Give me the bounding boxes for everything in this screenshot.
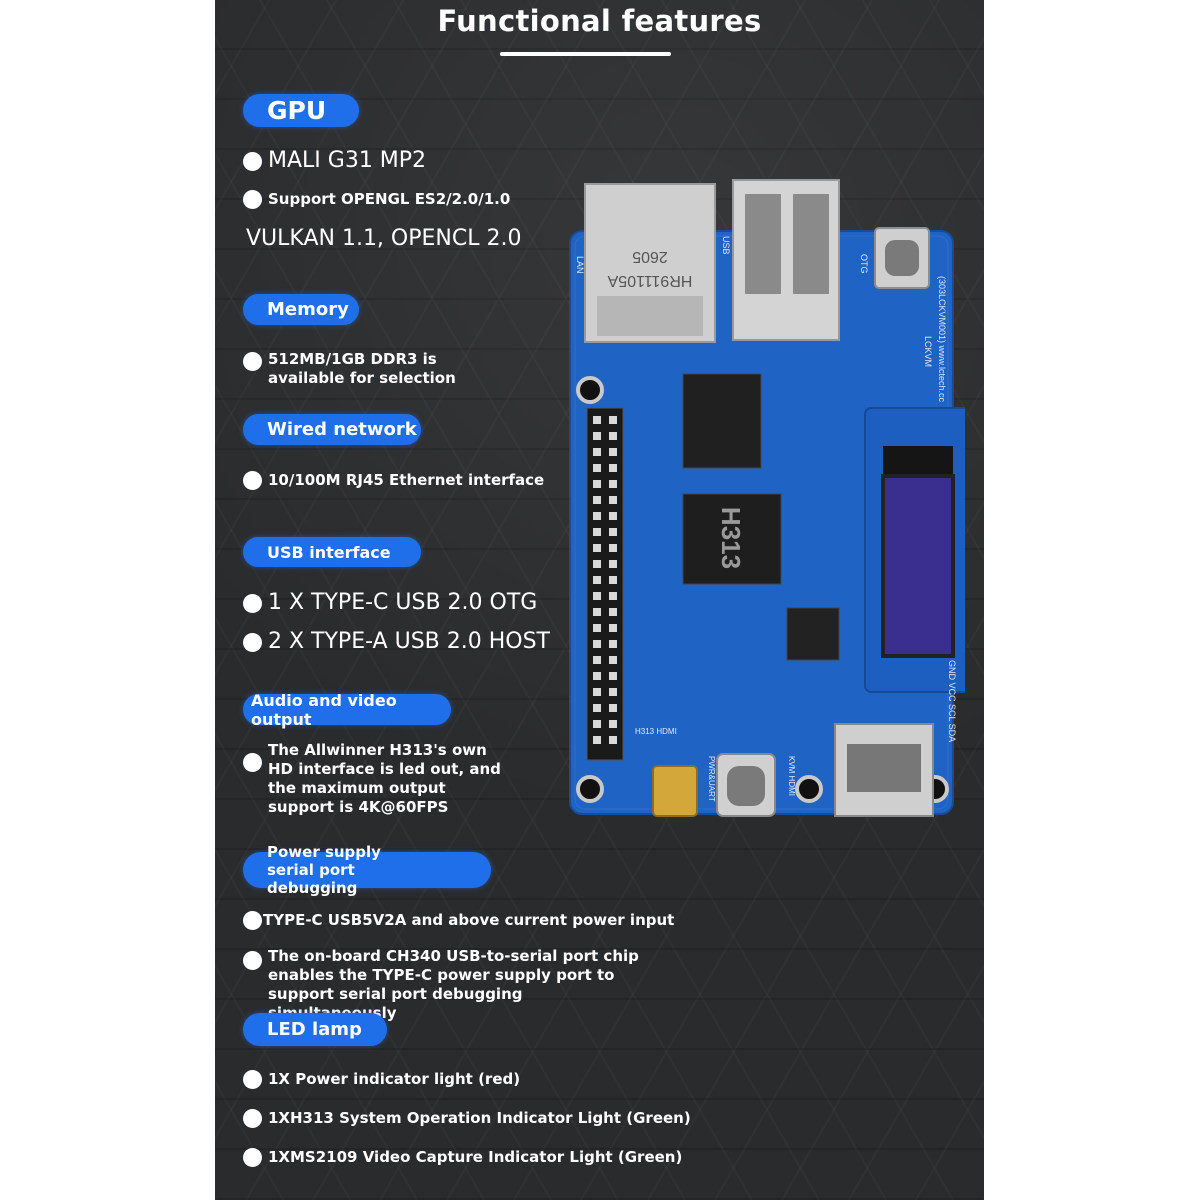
section-heading-wired-network: Wired network bbox=[243, 414, 421, 445]
uart-label: PWR&UART bbox=[707, 756, 716, 802]
bullet-dot bbox=[243, 152, 262, 171]
section-heading-led-lamp: LED lamp bbox=[243, 1013, 387, 1046]
list-item: 10/100M RJ45 Ethernet interface bbox=[243, 471, 544, 490]
bullet-dot bbox=[243, 594, 262, 613]
bullet-dot bbox=[243, 471, 262, 490]
board-photo: HR911105A 2605 LAN USB OTG LCKVM (303LCK… bbox=[565, 176, 976, 836]
title-underline bbox=[500, 52, 671, 56]
soc-label: H313 bbox=[716, 507, 746, 569]
section-heading-gpu: GPU bbox=[243, 94, 359, 127]
bullet-dot bbox=[243, 753, 262, 772]
bullet-dot bbox=[243, 911, 262, 930]
list-item: 1XMS2109 Video Capture Indicator Light (… bbox=[243, 1148, 682, 1167]
mount-hole bbox=[795, 775, 823, 803]
bullet-dot bbox=[243, 1070, 262, 1089]
list-item: 1XH313 System Operation Indicator Light … bbox=[243, 1109, 691, 1128]
list-item: MALI G31 MP2 bbox=[243, 148, 426, 173]
bullet-dot bbox=[243, 352, 262, 371]
list-item: The on-board CH340 USB-to-serial port ch… bbox=[243, 947, 653, 1023]
otg-label: OTG bbox=[859, 254, 869, 274]
oled-pin-label: GND VCC SCL SDA bbox=[947, 660, 957, 742]
silk-url: (303LCKVM001) www.lctech.cc bbox=[937, 276, 947, 403]
list-item: TYPE-C USB5V2A and above current power i… bbox=[243, 911, 674, 930]
list-item: The Allwinner H313's own HD interface is… bbox=[243, 741, 513, 817]
mini-hdmi-opening bbox=[847, 744, 921, 792]
rj45-front bbox=[597, 296, 703, 336]
list-item: 2 X TYPE-A USB 2.0 HOST bbox=[243, 629, 550, 654]
gpio-header bbox=[586, 407, 624, 761]
board-illustration: HR911105A 2605 LAN USB OTG LCKVM (303LCK… bbox=[569, 179, 976, 817]
usb-a-slot bbox=[745, 194, 781, 294]
list-item: Support OPENGL ES2/2.0/1.0 bbox=[243, 190, 510, 209]
mount-hole bbox=[576, 376, 604, 404]
oled-connector bbox=[883, 446, 953, 476]
rj45-mark: HR911105A bbox=[607, 272, 692, 289]
section-heading-memory: Memory bbox=[243, 294, 359, 325]
gpio-pins bbox=[593, 416, 617, 744]
soc-chip bbox=[682, 493, 782, 585]
page-title: Functional features bbox=[437, 4, 762, 38]
bullet-dot bbox=[243, 190, 262, 209]
list-item-continuation: VULKAN 1.1, OPENCL 2.0 bbox=[246, 226, 522, 251]
usb-a-slot bbox=[793, 194, 829, 294]
usb-c-power-opening bbox=[727, 766, 765, 806]
kvm-hdmi-label: KVM HDMI bbox=[787, 756, 796, 796]
feature-panel: Functional features GPU MALI G31 MP2 Sup… bbox=[215, 0, 984, 1200]
bullet-dot bbox=[243, 633, 262, 652]
ddr-chip bbox=[682, 373, 762, 469]
usb-c-otg-opening bbox=[885, 240, 919, 276]
section-heading-usb-interface: USB interface bbox=[243, 537, 421, 567]
usb-label: USB bbox=[721, 236, 731, 255]
bullet-dot bbox=[243, 951, 262, 970]
usb-serial-chip bbox=[786, 607, 840, 661]
mount-hole bbox=[576, 775, 604, 803]
list-item: 1 X TYPE-C USB 2.0 OTG bbox=[243, 590, 537, 615]
rj45-mark: 2605 bbox=[632, 248, 668, 265]
section-heading-power-serial-debugging: Power supply serial port debugging bbox=[243, 843, 491, 897]
oled-screen bbox=[881, 474, 955, 658]
micro-hdmi-port bbox=[652, 765, 698, 817]
list-item: 1X Power indicator light (red) bbox=[243, 1070, 520, 1089]
hdmi-label: H313 HDMI bbox=[635, 727, 677, 736]
silk-model: LCKVM bbox=[923, 336, 933, 367]
bullet-dot bbox=[243, 1109, 262, 1128]
list-item: 512MB/1GB DDR3 is available for selectio… bbox=[243, 350, 473, 388]
section-heading-audio-video-output: Audio and video output bbox=[243, 691, 451, 729]
lan-label: LAN bbox=[575, 256, 585, 274]
bullet-dot bbox=[243, 1148, 262, 1167]
